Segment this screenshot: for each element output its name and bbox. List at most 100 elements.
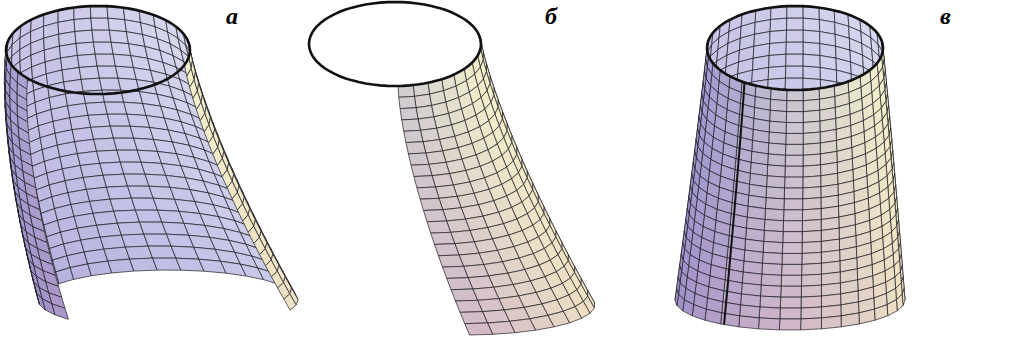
mesh-patch xyxy=(284,294,296,311)
panel-letter: б xyxy=(545,4,557,28)
rim-outline xyxy=(309,2,481,86)
mesh-patch xyxy=(803,42,820,55)
mesh-patch xyxy=(767,165,785,177)
mesh-patch xyxy=(110,198,135,211)
mesh-patch xyxy=(402,119,421,131)
mesh-patch xyxy=(770,30,787,43)
surface-meshes xyxy=(4,2,905,335)
mesh-patch xyxy=(769,121,786,133)
mesh-patch xyxy=(787,90,803,101)
panel-letter: в xyxy=(940,4,951,28)
mesh-patch xyxy=(79,66,99,79)
mesh-patch xyxy=(443,266,469,278)
mesh-patch xyxy=(764,230,783,242)
mesh-patch xyxy=(120,162,145,174)
mesh-patch xyxy=(803,30,820,43)
mesh-patch xyxy=(399,96,416,108)
mesh-patch xyxy=(783,232,803,243)
mesh-patch xyxy=(770,18,787,31)
mesh-patch xyxy=(779,319,800,330)
mesh-patch xyxy=(782,253,802,264)
mesh-patch xyxy=(93,211,117,225)
mesh-patch xyxy=(90,6,108,18)
mesh-patch xyxy=(104,247,130,261)
mesh-patch xyxy=(100,235,125,249)
mesh-patch xyxy=(803,132,820,144)
mesh-patch xyxy=(802,252,822,264)
mesh-patch xyxy=(117,222,143,235)
mesh-patch xyxy=(786,30,803,42)
mesh-patch xyxy=(803,187,821,199)
mesh-patch xyxy=(91,18,109,30)
mesh-patch xyxy=(770,99,787,111)
mesh-patch xyxy=(414,176,436,188)
mesh-patch xyxy=(785,177,803,188)
mesh-patch xyxy=(785,155,803,166)
mesh-patch xyxy=(802,209,821,221)
mesh-patch xyxy=(105,102,127,114)
mesh-patch xyxy=(782,264,802,275)
mesh-patch xyxy=(802,241,821,253)
mesh-patch xyxy=(803,54,820,67)
mesh-patch xyxy=(90,199,114,213)
mesh-patch xyxy=(762,263,782,275)
mesh-patch xyxy=(802,263,822,275)
mesh-patch xyxy=(432,174,453,187)
mesh-patch xyxy=(765,198,784,210)
mesh-patch xyxy=(417,187,439,199)
mesh-patch xyxy=(780,308,801,319)
mesh-patch xyxy=(769,54,786,67)
mesh-patch xyxy=(801,274,821,286)
mesh-patch xyxy=(821,316,841,329)
mesh-patch xyxy=(761,274,781,286)
mesh-patch xyxy=(74,18,92,31)
mesh-patch xyxy=(75,30,94,43)
mesh-patch xyxy=(785,166,803,177)
mesh-patch xyxy=(424,210,447,222)
mesh-patch xyxy=(784,188,803,199)
mesh-patch xyxy=(109,30,128,43)
mesh-patch xyxy=(781,286,802,297)
mesh-patch xyxy=(786,54,803,66)
mesh-patch xyxy=(447,278,473,290)
mesh-patch xyxy=(36,293,45,310)
mesh-patch xyxy=(786,123,803,134)
mesh-patch xyxy=(114,210,140,223)
rim-outline xyxy=(707,6,883,90)
mesh-patch xyxy=(411,164,432,176)
mesh-patch xyxy=(111,42,131,55)
mesh-patch xyxy=(802,186,822,199)
mesh-patch xyxy=(759,318,780,330)
mesh-patch xyxy=(759,307,780,319)
mesh-patch xyxy=(99,78,120,90)
mesh-patch xyxy=(683,300,694,316)
mesh-patch xyxy=(787,101,804,112)
mesh-patch xyxy=(76,42,95,55)
mesh-patch xyxy=(803,154,821,166)
mesh-patch xyxy=(780,297,801,308)
mesh-patch xyxy=(859,309,875,324)
mesh-patch xyxy=(705,309,722,324)
mesh-patch xyxy=(787,18,804,30)
mesh-patch xyxy=(896,294,903,311)
mesh-patch xyxy=(781,210,802,222)
mesh-patch xyxy=(81,78,102,91)
mesh-patch xyxy=(764,220,783,232)
mesh-patch xyxy=(874,305,887,321)
mesh-patch xyxy=(803,121,820,133)
mesh-patch xyxy=(787,6,803,18)
mesh-patch xyxy=(97,66,118,78)
mesh-patch xyxy=(786,42,803,54)
mesh-patch xyxy=(408,153,428,165)
mesh-patch xyxy=(801,296,821,308)
mesh-patch xyxy=(767,176,785,188)
mesh-patch xyxy=(438,255,463,267)
mesh-patch xyxy=(803,198,821,210)
mesh-patch xyxy=(786,133,803,144)
mesh-patch xyxy=(103,174,128,187)
mesh-patch xyxy=(435,244,460,256)
mesh-patch xyxy=(431,232,455,244)
mesh-patch xyxy=(769,132,786,144)
